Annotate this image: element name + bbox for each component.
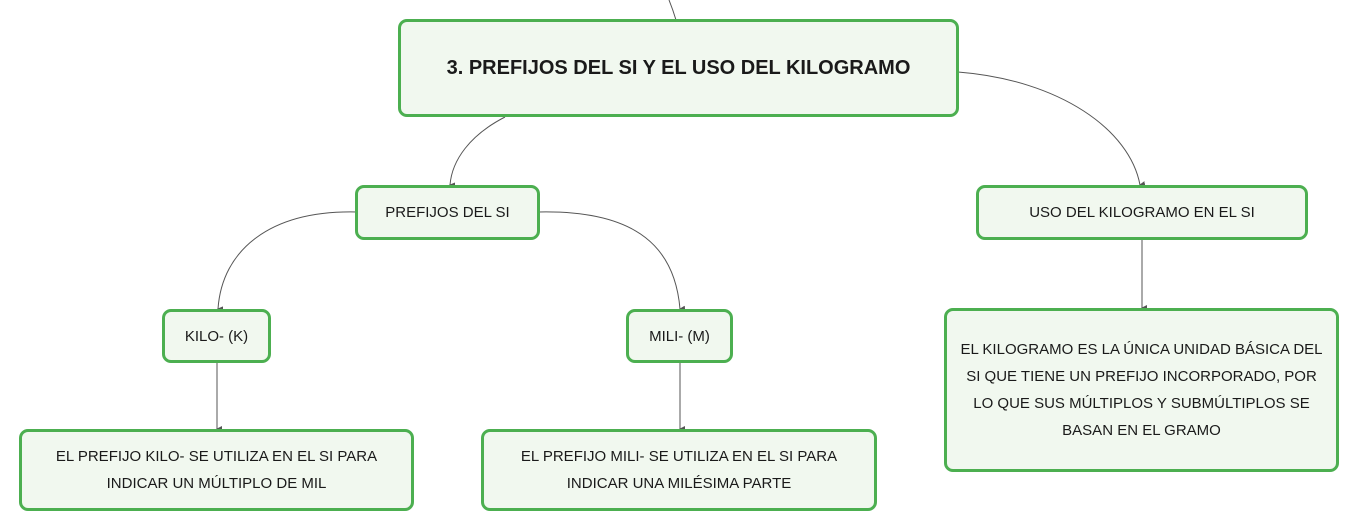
node-kilo-label: KILO- (K) <box>184 327 249 345</box>
node-uso-kilogramo-description-label: EL KILOGRAMO ES LA ÚNICA UNIDAD BÁSICA D… <box>960 341 1323 439</box>
node-kilo[interactable]: KILO- (K) <box>162 309 271 363</box>
connector-prefijos-mili <box>538 211 686 312</box>
node-kilo-description[interactable]: EL PREFIJO KILO- SE UTILIZA EN EL SI PAR… <box>19 429 414 511</box>
node-mili[interactable]: MILI- (M) <box>626 309 733 363</box>
connector-prefijos-kilo <box>217 211 358 313</box>
node-mili-description[interactable]: EL PREFIJO MILI- SE UTILIZA EN EL SI PAR… <box>481 429 877 511</box>
node-uso-kilogramo-description[interactable]: EL KILOGRAMO ES LA ÚNICA UNIDAD BÁSICA D… <box>944 308 1339 472</box>
node-root[interactable]: 3. PREFIJOS DEL SI Y EL USO DEL KILOGRAM… <box>398 19 959 117</box>
connector-root-prefijos <box>449 116 506 189</box>
connector-incoming-root <box>668 0 677 21</box>
node-uso-del-kilogramo-label: USO DEL KILOGRAMO EN EL SI <box>1029 204 1255 221</box>
connector-root-uso-kg <box>957 71 1146 188</box>
node-mili-label: MILI- (M) <box>649 327 710 345</box>
node-mili-description-label: EL PREFIJO MILI- SE UTILIZA EN EL SI PAR… <box>520 448 838 492</box>
node-uso-del-kilogramo[interactable]: USO DEL KILOGRAMO EN EL SI <box>976 185 1308 240</box>
node-prefijos-del-si[interactable]: PREFIJOS DEL SI <box>355 185 540 240</box>
node-prefijos-del-si-label: PREFIJOS DEL SI <box>385 204 510 221</box>
node-kilo-description-label: EL PREFIJO KILO- SE UTILIZA EN EL SI PAR… <box>55 448 378 492</box>
node-root-label: 3. PREFIJOS DEL SI Y EL USO DEL KILOGRAM… <box>446 56 911 79</box>
